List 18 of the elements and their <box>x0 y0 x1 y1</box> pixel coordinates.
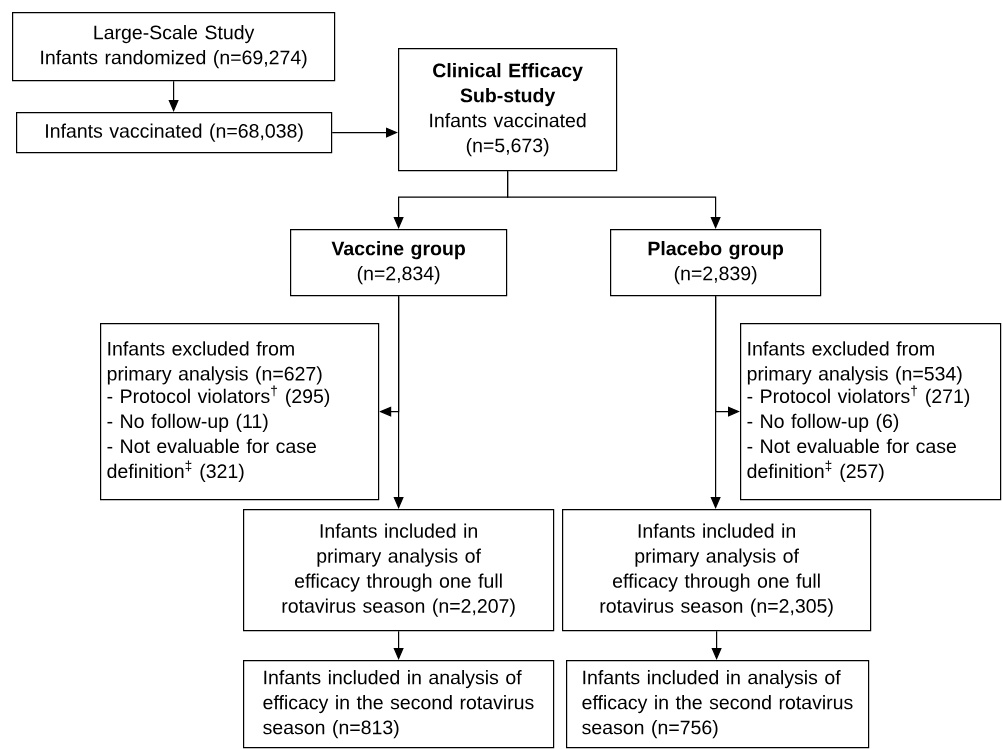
arrow <box>711 630 722 660</box>
exclusion-box: Infants excluded from primary analysis (n=534) - Protocol violators$^{†}$ (271) - No follow-up (6) - Not evaluable for case definition$^{‡}$ (257) <box>740 323 1002 501</box>
exclusion-box: Infants excluded from primary analysis (n=627) - Protocol violators$^{†}$ (295) - No follow-up (11) - Not evaluable for case definition$^{‡}$ (321) <box>100 323 380 501</box>
substudy-box: Clinical Efficacy Sub-study Infants vaccinated (n=5,673) <box>398 48 618 172</box>
arrow <box>331 127 398 138</box>
study-box: Large-Scale Study Infants randomized (n=69,274) <box>12 12 336 82</box>
arrow <box>393 630 404 660</box>
arrow <box>168 80 179 112</box>
group-box: Placebo group (n=2,839) <box>610 229 822 297</box>
process-box: Infants vaccinated (n=68,038) <box>16 112 333 154</box>
arrow <box>710 295 721 509</box>
arrow <box>393 295 404 509</box>
process-box: Infants included in primary analysis of efficacy through one full rotavirus season (n=2,207) <box>243 509 555 632</box>
process-box: Infants included in primary analysis of efficacy through one full rotavirus season (n=2,305) <box>562 509 872 632</box>
process-box: Infants included in analysis of efficacy in the second rotavirus season (n=813) <box>243 660 555 749</box>
group-box: Vaccine group (n=2,834) <box>290 229 508 297</box>
process-box: Infants included in analysis of efficacy in the second rotavirus season (n=756) <box>566 660 870 749</box>
arrow <box>507 170 721 229</box>
